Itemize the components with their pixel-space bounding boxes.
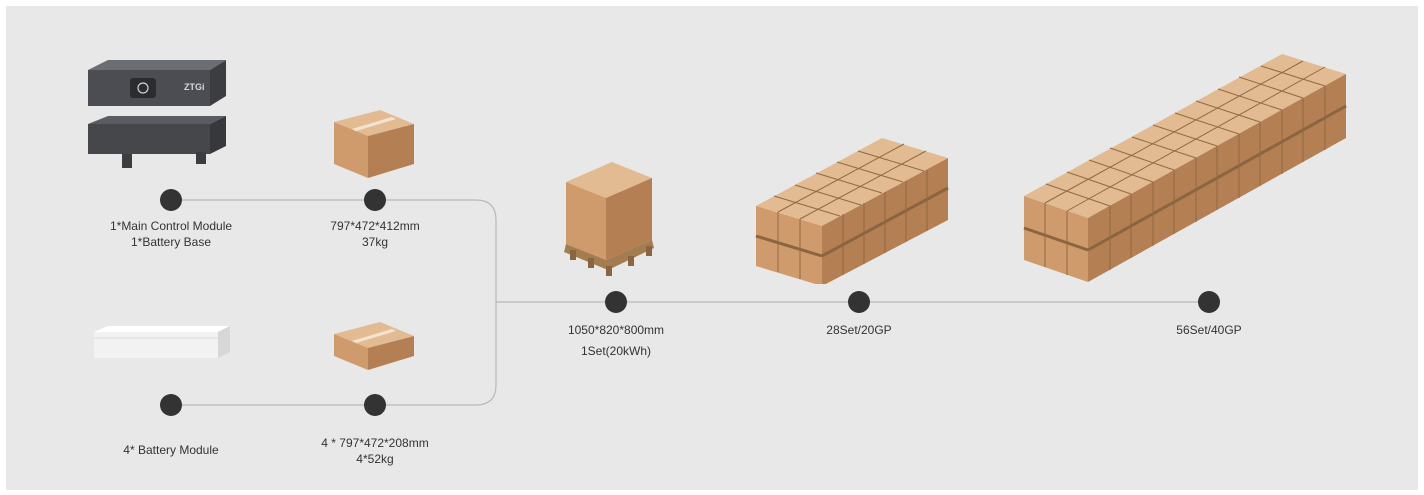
main-control-label: 1*Main Control Module 1*Battery Base: [110, 218, 232, 250]
pallet-set: 1Set(20kWh): [580, 344, 652, 358]
battery-connector-line: [171, 302, 497, 406]
main-box-weight: 37kg: [361, 235, 389, 249]
main-box-label: 797*472*412mm 37kg: [330, 218, 419, 250]
brand-logo: ZTGi: [184, 82, 205, 92]
pallet-label: 1050*820*800mm 1Set(20kWh): [568, 322, 664, 359]
packaging-flow-diagram: ZTGi: [6, 6, 1418, 490]
main-control-label-line2: 1*Battery Base: [130, 235, 212, 249]
main-box-icon: [334, 110, 414, 178]
container-40gp-stack-icon: [1023, 54, 1347, 282]
container-40gp-node: [1198, 291, 1220, 313]
battery-module-label: 4* Battery Module: [123, 443, 219, 457]
battery-module-icon: [94, 326, 230, 358]
container-20gp-node: [848, 291, 870, 313]
main-box-node: [364, 189, 386, 211]
main-control-node: [160, 189, 182, 211]
container-20gp-label: 28Set/20GP: [826, 323, 892, 337]
battery-box-label: 4 * 797*472*208mm 4*52kg: [321, 435, 428, 467]
palletized-box-icon: [564, 162, 654, 276]
battery-box-node: [364, 394, 386, 416]
main-control-module-icon: ZTGi: [88, 60, 226, 168]
container-20gp-stack-icon: [755, 138, 949, 284]
pallet-node: [605, 291, 627, 313]
main-control-label-line1: 1*Main Control Module: [109, 219, 233, 233]
battery-box-weight: 4*52kg: [356, 452, 394, 466]
battery-module-node: [160, 394, 182, 416]
main-box-dimensions: 797*472*412mm: [330, 219, 420, 233]
container-40gp-label: 56Set/40GP: [1176, 323, 1242, 337]
battery-box-dimensions: 4 * 797*472*208mm: [321, 436, 429, 450]
pallet-dimensions: 1050*820*800mm: [567, 323, 665, 337]
battery-box-icon: [334, 322, 414, 370]
main-connector-line: [171, 199, 497, 302]
